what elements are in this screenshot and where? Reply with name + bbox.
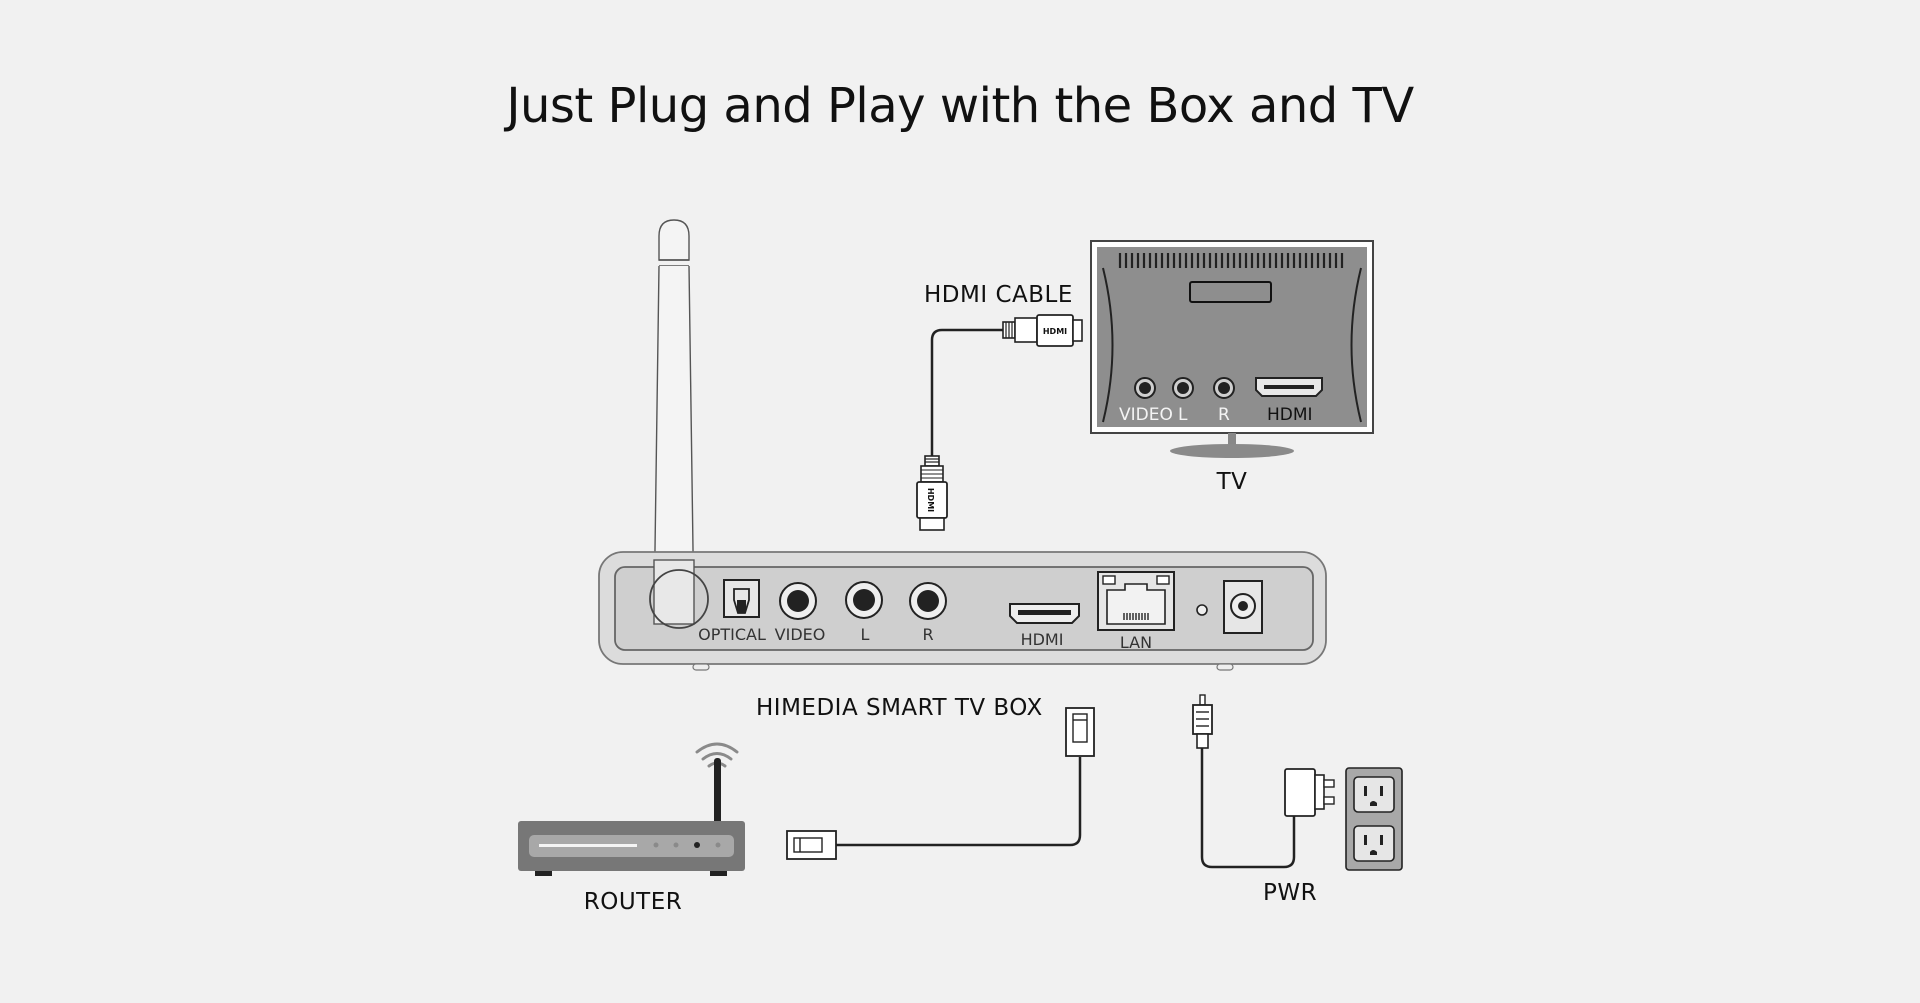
tv-back-panel bbox=[1097, 247, 1367, 427]
box-hdmi-port bbox=[1009, 603, 1080, 624]
hdmi-plug-bottom: HDMI bbox=[916, 455, 948, 531]
hdmi-cable: HDMI CABLE HDMI HDMI bbox=[916, 282, 1083, 531]
box-dc-port bbox=[1223, 580, 1263, 634]
hdmi-plug-top: HDMI bbox=[1002, 314, 1083, 347]
box-status-led bbox=[1196, 604, 1208, 616]
hdmi-cable-wire bbox=[930, 328, 1003, 456]
box-foot-right bbox=[1216, 663, 1234, 671]
tv-stand-base bbox=[1170, 444, 1294, 458]
router-foot-right bbox=[710, 871, 727, 876]
router-led-3 bbox=[694, 842, 700, 848]
tv-vent-grille bbox=[1118, 253, 1344, 268]
router-antenna bbox=[714, 758, 721, 824]
box-lan-port bbox=[1097, 571, 1175, 631]
box-hdmi-label: HDMI bbox=[1021, 630, 1064, 649]
router-foot-left bbox=[535, 871, 552, 876]
box-label: HIMEDIA SMART TV BOX bbox=[756, 695, 1043, 721]
hdmi-cable-label: HDMI CABLE bbox=[924, 282, 1073, 308]
box-video-port bbox=[779, 582, 817, 620]
wall-outlet bbox=[1345, 767, 1403, 871]
tv: VIDEO L R HDMI TV bbox=[1090, 240, 1374, 495]
box-lan-label: LAN bbox=[1120, 633, 1152, 652]
tv-hdmi-label: HDMI bbox=[1267, 405, 1313, 425]
lan-plug-horizontal bbox=[786, 830, 837, 860]
box-r-label: R bbox=[922, 625, 933, 644]
tv-hdmi-port bbox=[1255, 377, 1323, 397]
router: ROUTER bbox=[518, 742, 745, 915]
tv-label: TV bbox=[1216, 469, 1248, 495]
tv-stand-neck bbox=[1228, 433, 1236, 447]
page-title: Just Plug and Play with the Box and TV bbox=[506, 78, 1414, 134]
box-foot-left bbox=[692, 663, 710, 671]
router-led-2 bbox=[673, 842, 679, 848]
router-led-4 bbox=[715, 842, 721, 848]
power-cable-wire bbox=[1200, 748, 1296, 869]
tv-top-slot bbox=[1189, 281, 1272, 303]
box-r-port bbox=[909, 582, 947, 620]
tv-right-curve bbox=[1350, 267, 1362, 423]
box-video-label: VIDEO bbox=[775, 625, 826, 644]
box-l-port bbox=[845, 581, 883, 619]
hdmi-plug-bottom-text: HDMI bbox=[926, 488, 935, 512]
power-adapter bbox=[1284, 768, 1335, 817]
tv-video-port bbox=[1134, 377, 1156, 399]
dc-plug bbox=[1192, 694, 1213, 749]
smart-tv-box: OPTICAL VIDEO L R HDMI LAN HIMEDIA SMART… bbox=[598, 219, 1327, 721]
tv-video-label: VIDEO bbox=[1119, 405, 1173, 425]
tv-l-port bbox=[1172, 377, 1194, 399]
box-l-label: L bbox=[861, 625, 870, 644]
power: PWR bbox=[1192, 694, 1403, 906]
tv-left-curve bbox=[1102, 267, 1114, 423]
pwr-label: PWR bbox=[1263, 880, 1317, 906]
lan-cable bbox=[786, 707, 1095, 860]
outlet-socket-top bbox=[1353, 776, 1395, 813]
tv-r-port bbox=[1213, 377, 1235, 399]
router-label: ROUTER bbox=[584, 889, 682, 915]
lan-cable-wire bbox=[836, 757, 1082, 847]
router-led-1 bbox=[653, 842, 659, 848]
tv-r-label: R bbox=[1218, 405, 1230, 425]
router-light-bar bbox=[539, 844, 637, 847]
antenna-mount-ring bbox=[649, 569, 709, 629]
tv-l-label: L bbox=[1178, 405, 1188, 425]
hdmi-plug-top-text: HDMI bbox=[1043, 327, 1067, 336]
box-optical-port bbox=[723, 579, 760, 618]
box-optical-label: OPTICAL bbox=[698, 625, 766, 644]
lan-plug-vertical bbox=[1065, 707, 1095, 757]
outlet-socket-bottom bbox=[1353, 825, 1395, 862]
